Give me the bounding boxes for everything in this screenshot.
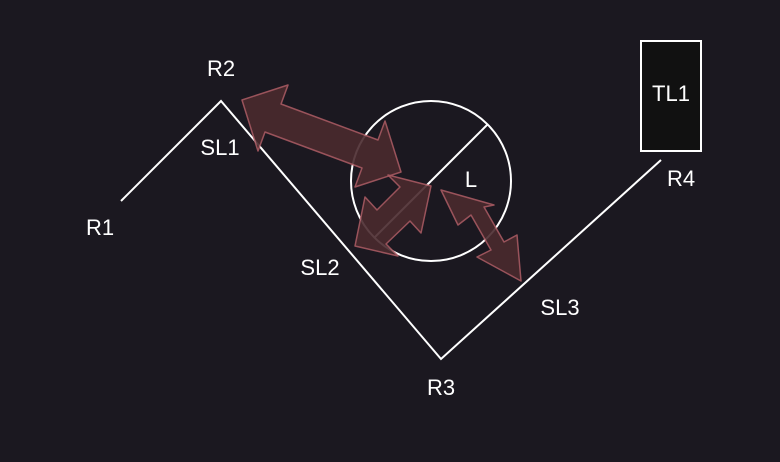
node-r4-label: R4 [667, 166, 695, 191]
circle-diagonal [430, 123, 489, 182]
segment-sl1-label: SL1 [200, 135, 239, 160]
node-r1-label: R1 [86, 215, 114, 240]
double-arrow-right [440, 189, 522, 282]
double-arrow-upper [241, 84, 402, 188]
junction-circle [350, 100, 512, 262]
circle-label: L [465, 167, 477, 192]
segment-sl2-label: SL2 [300, 255, 339, 280]
polyline-path [120, 99, 662, 361]
double-arrow-left [354, 174, 432, 257]
tl1-label: TL1 [652, 81, 690, 106]
node-r3-label: R3 [427, 375, 455, 400]
segment-sl3-label: SL3 [540, 295, 579, 320]
tl1-box [640, 40, 702, 152]
node-r2-label: R2 [207, 56, 235, 81]
